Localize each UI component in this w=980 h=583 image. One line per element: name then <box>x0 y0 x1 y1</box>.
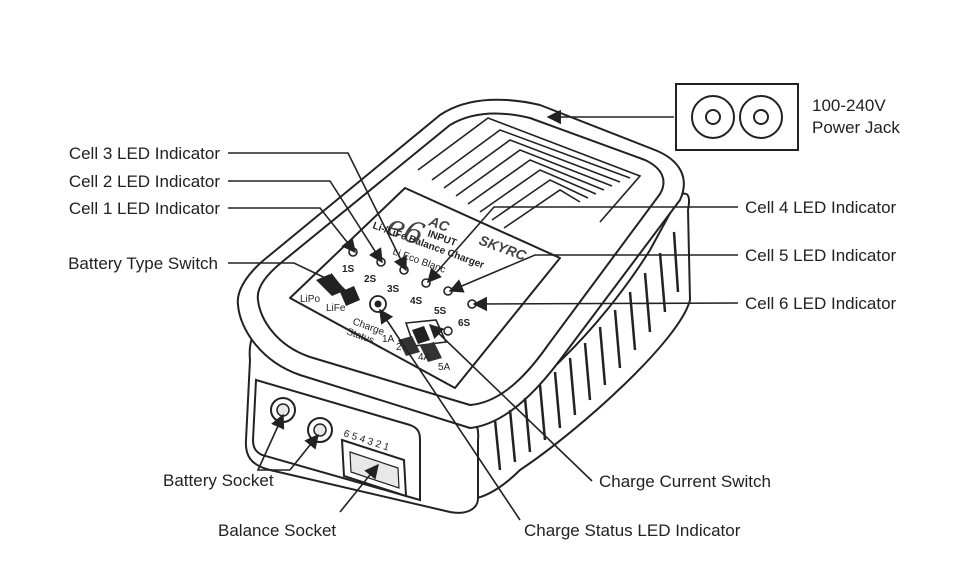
battery-type-life: LiFe <box>326 303 346 314</box>
charge-status-led: Charge Status <box>345 295 387 347</box>
callout-cell2: Cell 2 LED Indicator <box>69 172 221 191</box>
charge-current-switch[interactable]: 1A 2 4A 5A <box>382 319 453 373</box>
charger-side-face <box>469 192 691 500</box>
callout-labels: 100-240V Power Jack Cell 3 LED Indicator… <box>68 96 900 540</box>
cell-labels: 1S 2S 3S 4S 5S 6S <box>342 264 471 329</box>
leader-battery-type <box>228 262 342 286</box>
leader-cell6 <box>472 296 739 312</box>
cell-label-2s: 2S <box>364 274 377 285</box>
leader-charge-status <box>379 308 521 521</box>
callout-power-jack-voltage: 100-240V <box>812 96 886 115</box>
leader-charge-current <box>428 324 593 482</box>
ac-badge: AC <box>426 212 452 235</box>
cell-label-6s: 6S <box>458 318 471 329</box>
callout-battery-type-switch: Battery Type Switch <box>68 254 218 273</box>
power-jack-inset <box>675 83 799 151</box>
leader-battery-socket-right <box>289 433 319 471</box>
battery-type-lipo: LiPo <box>300 294 320 305</box>
cell-label-4s: 4S <box>410 296 423 307</box>
current-option-4a: 4A <box>418 352 431 363</box>
callout-cell4: Cell 4 LED Indicator <box>745 198 897 217</box>
leader-battery-socket-left <box>256 413 290 471</box>
leader-cell3 <box>228 152 407 272</box>
current-option-5a: 5A <box>438 362 451 373</box>
callout-cell6: Cell 6 LED Indicator <box>745 294 897 313</box>
callout-charge-current-switch: Charge Current Switch <box>599 472 771 491</box>
cell-label-1s: 1S <box>342 264 355 275</box>
leader-cell4 <box>427 206 738 284</box>
current-option-1a: 1A <box>382 334 395 345</box>
current-option-2a: 2 <box>396 342 402 353</box>
leader-cell5 <box>448 254 738 293</box>
side-vents <box>493 231 680 471</box>
callout-cell1: Cell 1 LED Indicator <box>69 199 221 218</box>
cell-label-3s: 3S <box>387 284 400 295</box>
callout-cell3: Cell 3 LED Indicator <box>69 144 221 163</box>
leader-cell1 <box>228 207 356 254</box>
callout-charge-status-led: Charge Status LED Indicator <box>524 521 741 540</box>
callout-power-jack-label: Power Jack <box>812 118 900 137</box>
control-panel-plate <box>289 187 561 389</box>
callout-cell5: Cell 5 LED Indicator <box>745 246 897 265</box>
leader-lines <box>228 109 739 521</box>
cell-label-5s: 5S <box>434 306 447 317</box>
leader-balance-socket <box>339 463 379 513</box>
callout-battery-socket: Battery Socket <box>163 471 274 490</box>
callout-balance-socket: Balance Socket <box>218 521 336 540</box>
leader-cell2 <box>228 180 383 264</box>
